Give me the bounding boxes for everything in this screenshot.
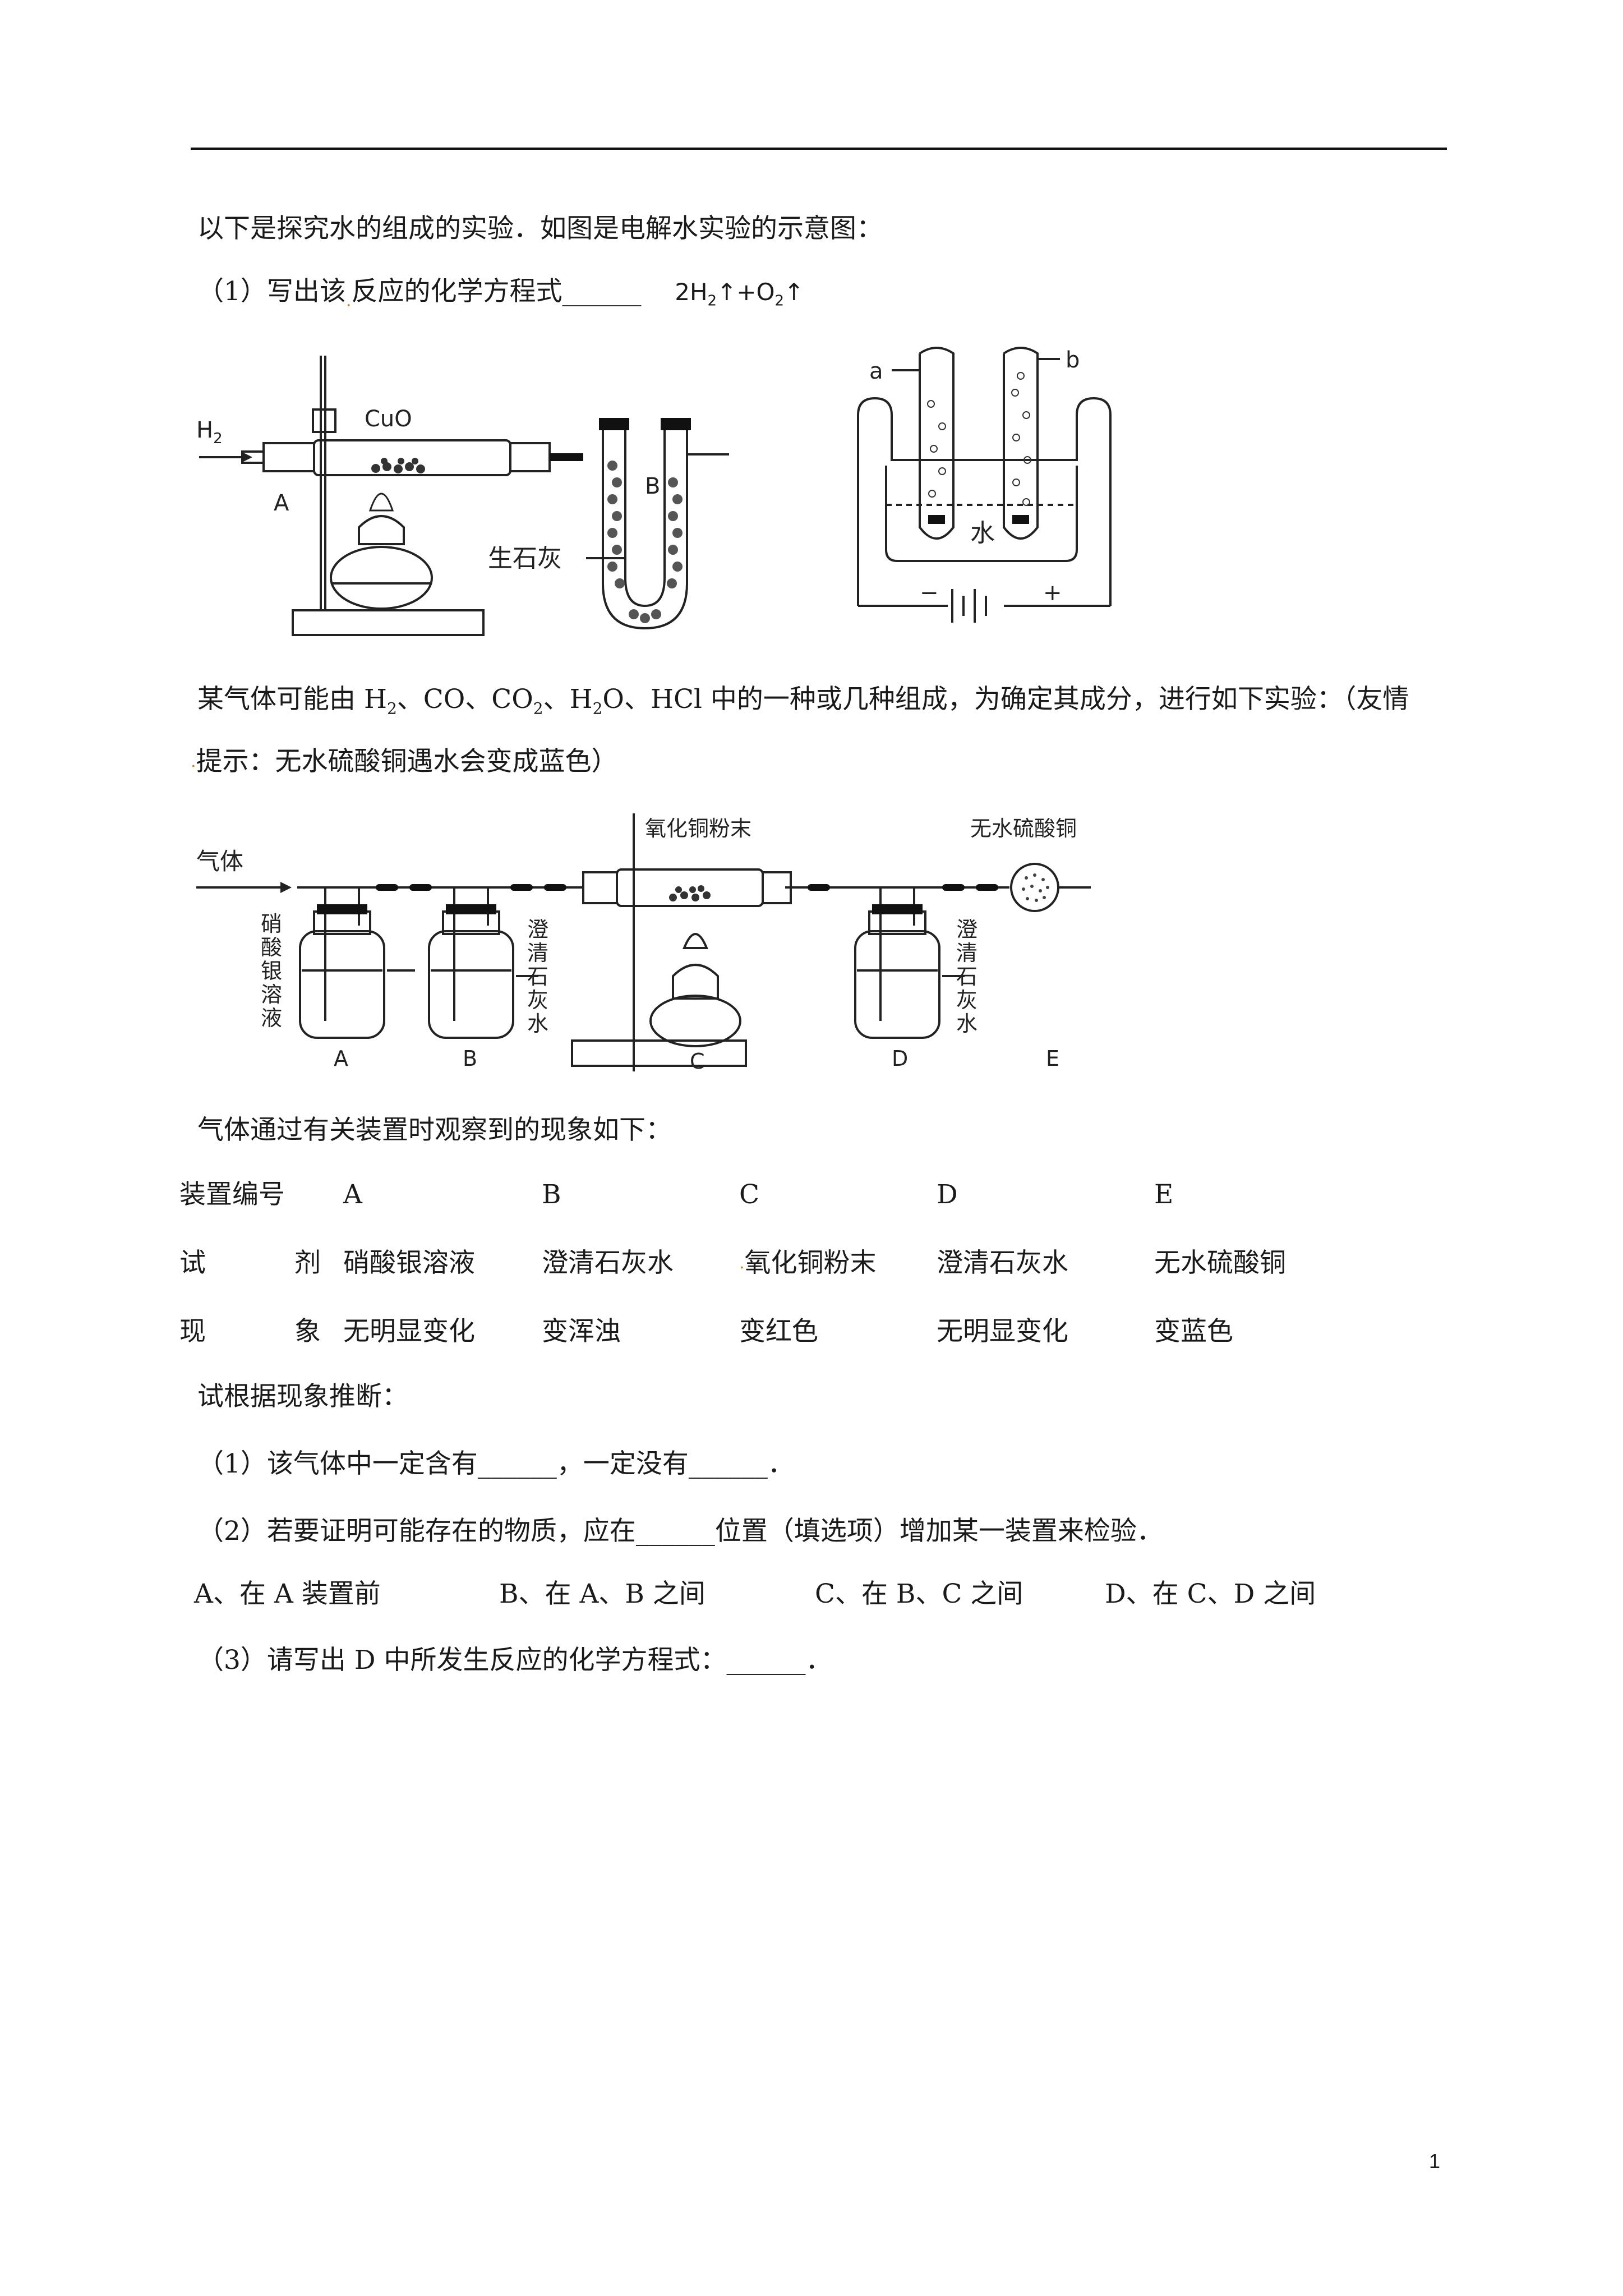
question-1: （1）写出该.反应的化学方程式______ 2H2↑+O2↑ xyxy=(197,276,804,311)
plus-sign: + xyxy=(1043,580,1062,606)
table-cell: B xyxy=(542,1179,561,1210)
reagent-d-char: 清 xyxy=(956,941,978,965)
lime-label: 生石灰 xyxy=(488,544,562,573)
intro-line: 以下是探究水的组成的实验．如图是电解水实验的示意图： xyxy=(197,213,883,244)
cuo-powder-label: 氧化铜粉末 xyxy=(645,816,751,841)
table-cell: 无水硫酸铜 xyxy=(1154,1248,1286,1278)
label-b: B xyxy=(645,473,660,499)
option-c: C、在 B、C 之间 xyxy=(815,1579,1023,1609)
reagent-d-char: 石 xyxy=(956,964,978,989)
reagent-b-char: 澄 xyxy=(527,917,548,942)
water-label: 水 xyxy=(970,519,995,547)
table-cell: 无明显变化 xyxy=(343,1316,475,1347)
gas-in-label: 气体 xyxy=(196,848,243,875)
table-cell: 变蓝色 xyxy=(1154,1316,1233,1347)
header-rule xyxy=(191,148,1447,150)
table-row-label: 剂 xyxy=(294,1248,321,1278)
infer-q2: （2）若要证明可能存在的物质，应在______位置（填选项）增加某一装置来检验． xyxy=(197,1516,1163,1547)
question2-line2: .提示：无水硫酸铜遇水会变成蓝色） xyxy=(191,746,618,777)
reagent-a-char: 银 xyxy=(261,959,282,983)
infer-q1: （1）该气体中一定含有______，一定没有______． xyxy=(197,1448,794,1479)
reagent-a-char: 酸 xyxy=(261,935,282,960)
table-row-label: 试 xyxy=(179,1248,206,1278)
reagent-a-char: 溶 xyxy=(261,982,282,1007)
cuso4-label: 无水硫酸铜 xyxy=(970,816,1077,841)
label-a: A xyxy=(274,490,289,516)
label-b: B xyxy=(463,1046,477,1071)
reagent-d-char: 澄 xyxy=(956,917,978,942)
reagent-b-char: 水 xyxy=(527,1011,548,1036)
table-cell: 澄清石灰水 xyxy=(542,1248,674,1278)
table-cell: 变浑浊 xyxy=(542,1316,621,1347)
gas-analysis-apparatus: 气体 氧化铜粉末 无水硫酸铜 硝 酸 银 溶 液 澄 清 石 灰 水 澄 清 石… xyxy=(196,813,1091,1074)
question2-line1: 某气体可能由 H2、CO、CO2、H2O、HCl 中的一种或几种组成，为确定其成… xyxy=(197,684,1409,718)
label-c: C xyxy=(690,1049,705,1074)
table-row-label: 象 xyxy=(294,1316,321,1347)
hydrogen-reduction-apparatus: H2 CuO A B 生石灰 xyxy=(196,356,729,636)
table-cell: 变红色 xyxy=(739,1316,818,1347)
reagent-b-char: 清 xyxy=(527,941,548,965)
table-row-label: 现 xyxy=(179,1316,206,1347)
table-cell: 无明显变化 xyxy=(937,1316,1068,1347)
table-cell: D xyxy=(937,1179,958,1210)
table-cell: 硝酸银溶液 xyxy=(343,1248,475,1278)
reagent-d-char: 水 xyxy=(956,1011,978,1036)
option-a: A、在 A 装置前 xyxy=(194,1579,381,1609)
infer-q3: （3）请写出 D 中所发生反应的化学方程式：______． xyxy=(197,1645,832,1676)
table-cell: A xyxy=(343,1179,362,1210)
minus-sign: − xyxy=(920,580,939,606)
reagent-a-char: 液 xyxy=(261,1006,282,1030)
tube-a-label: a xyxy=(869,358,883,384)
reagent-b-char: 灰 xyxy=(527,988,548,1013)
reagent-b-char: 石 xyxy=(527,964,548,989)
option-b: B、在 A、B 之间 xyxy=(499,1579,706,1609)
observe-line: 气体通过有关装置时观察到的现象如下： xyxy=(197,1115,672,1145)
label-e: E xyxy=(1046,1046,1059,1071)
label-d: D xyxy=(892,1046,908,1071)
electrolysis-apparatus: a b 水 − + xyxy=(857,347,1112,623)
page-number: 1 xyxy=(1429,2150,1441,2173)
reagent-d-char: 灰 xyxy=(956,988,978,1013)
option-d: D、在 C、D 之间 xyxy=(1105,1579,1316,1609)
label-a: A xyxy=(334,1046,348,1071)
table-cell: E xyxy=(1154,1179,1174,1210)
reagent-a-char: 硝 xyxy=(261,912,282,936)
table-cell: .氧化铜粉末 xyxy=(739,1248,877,1278)
infer-title: 试根据现象推断： xyxy=(197,1381,408,1412)
tube-b-label: b xyxy=(1066,347,1080,373)
table-header-label: 装置编号 xyxy=(179,1179,285,1210)
gas-label-h2: H2 xyxy=(196,417,223,447)
cuo-label: CuO xyxy=(365,406,412,432)
table-cell: C xyxy=(739,1179,759,1210)
table-cell: 澄清石灰水 xyxy=(937,1248,1068,1278)
